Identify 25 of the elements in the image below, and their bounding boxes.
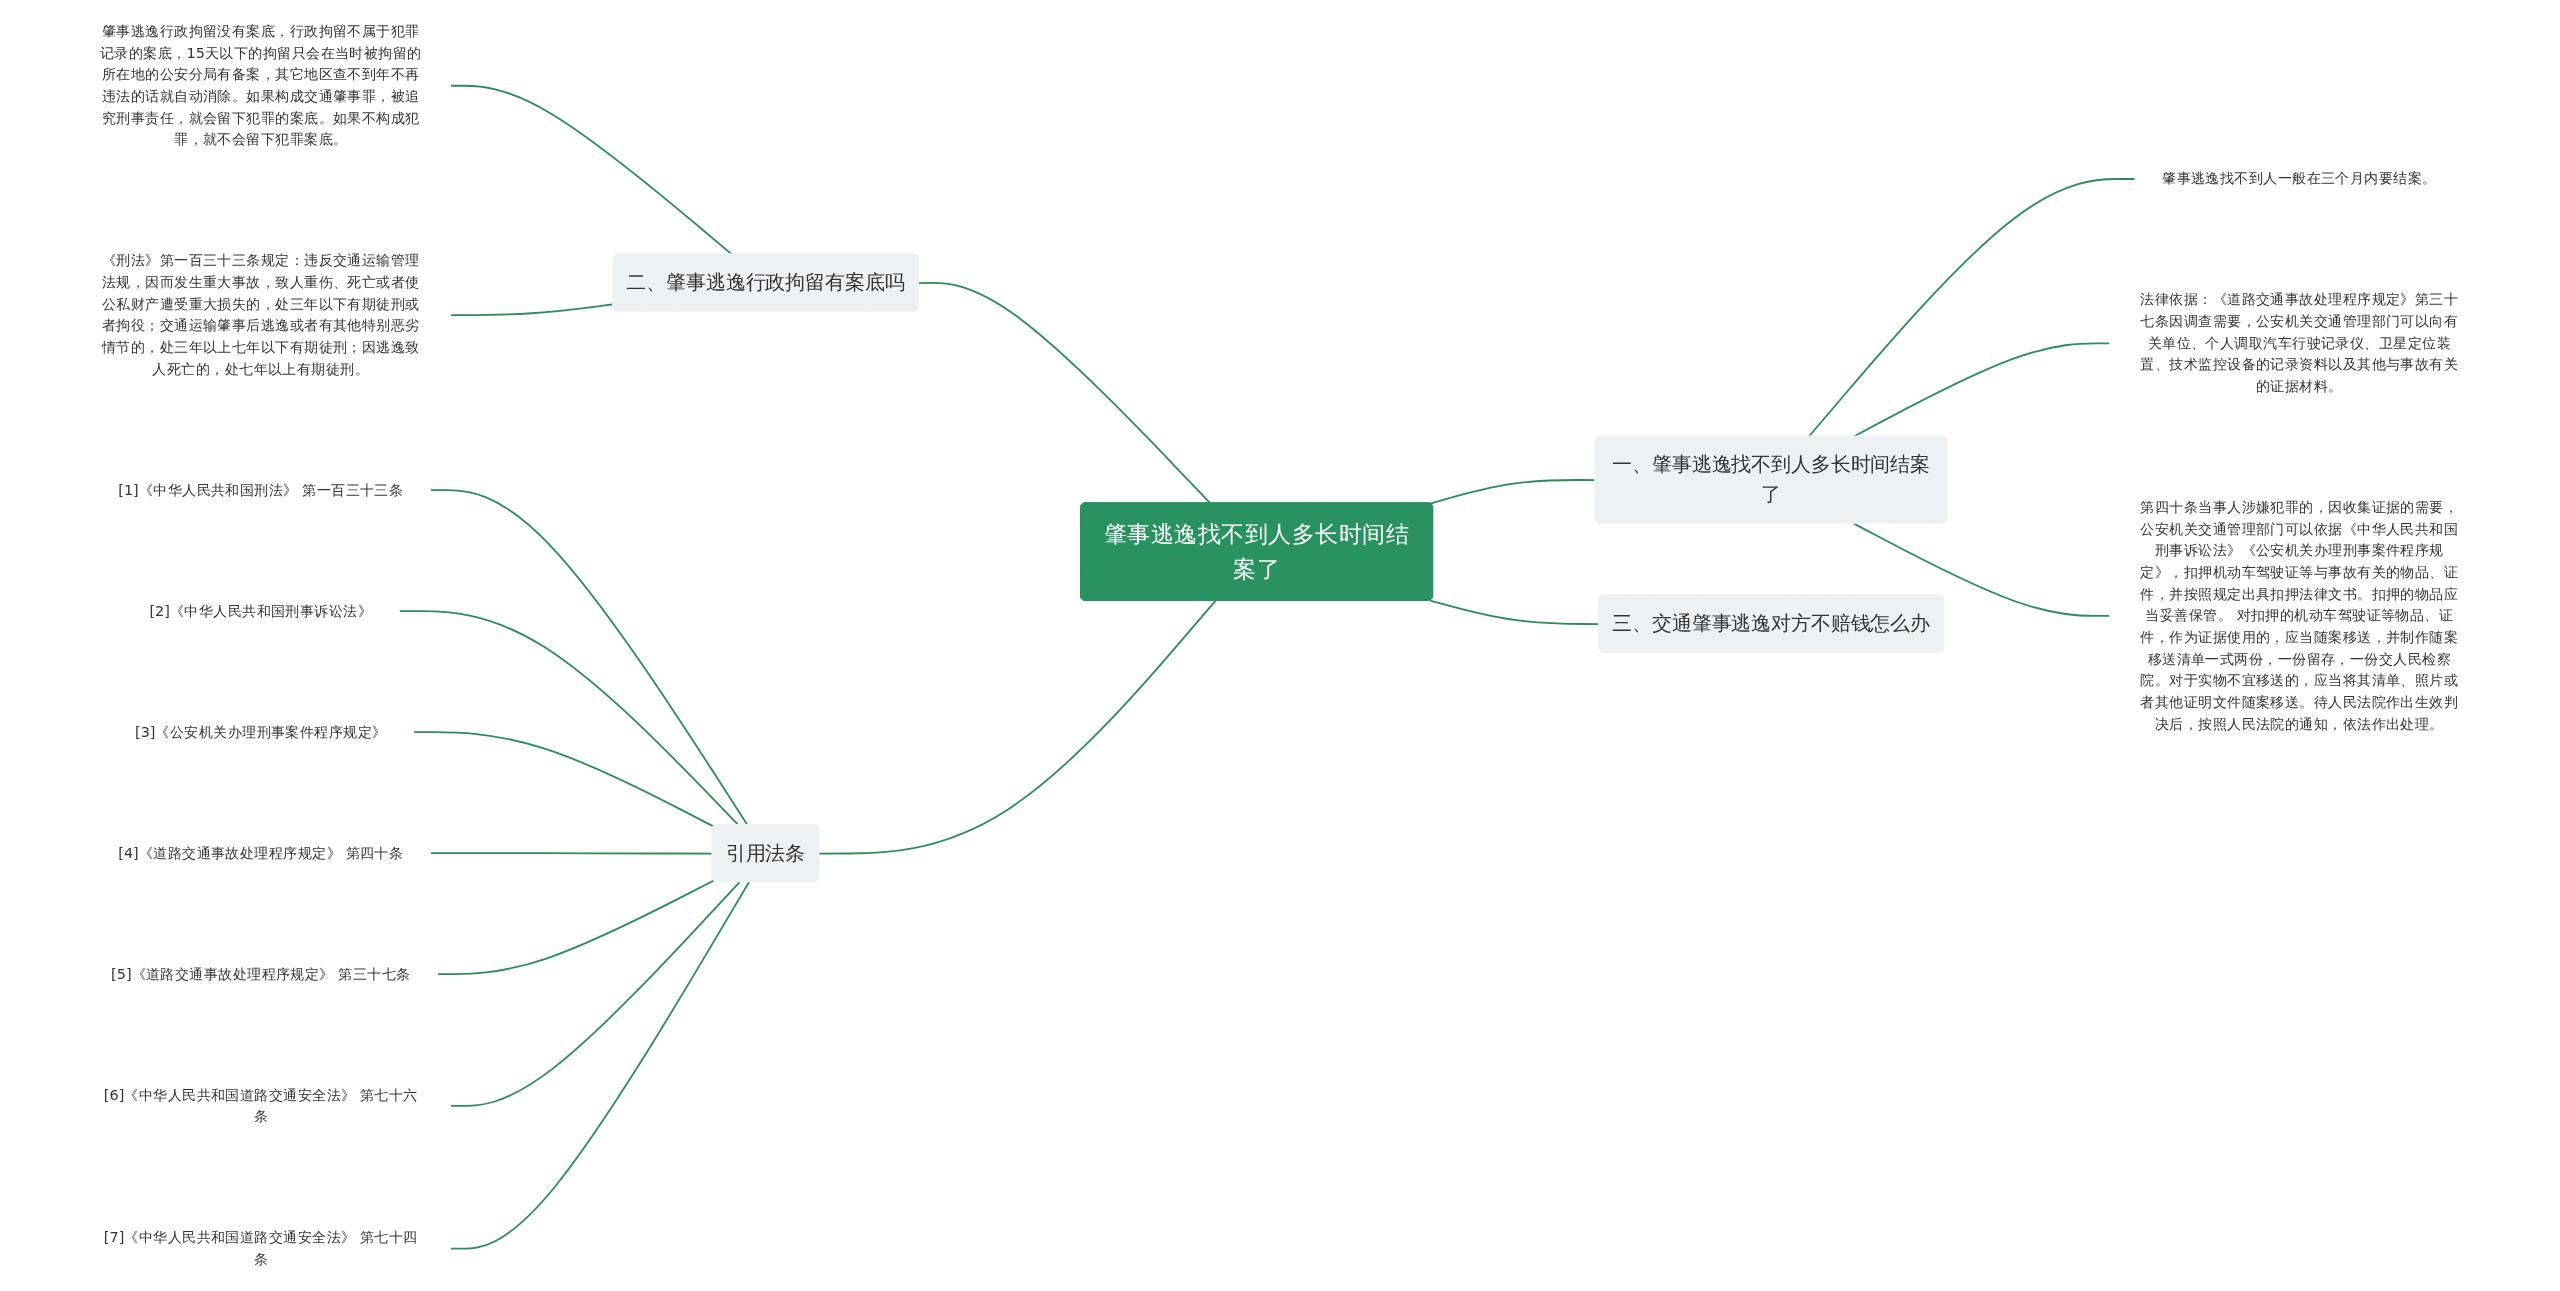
node-text: [5]《道路交通事故处理程序规定》 第三十七条 <box>111 965 411 983</box>
node-text: [7]《中华人民共和国道路交通安全法》 第七十四条 <box>103 1228 418 1268</box>
connector <box>1852 342 2111 438</box>
node-text: 《刑法》第一百三十三条规定：违反交通运输管理法规，因而发生重大事故，致人重伤、死亡或者使公私财产遭受重大损失的，处三年以下有期徒刑或者拘役；交通运输肇事后逃逸或者有其他特别恶劣情节的，处三年以上七年以下有期徒刑；因逃逸致人死亡的，处七年以上有期徒刑。 <box>101 251 420 378</box>
connector <box>449 84 733 256</box>
node-text: [2]《中华人民共和国刑事诉讼法》 <box>149 602 373 620</box>
node-text: 第四十条当事人涉嫌犯罪的，因收集证据的需要，公安机关交通管理部门可以依据《中华人民共和国刑事诉讼法》《公安机关办理刑事案件程序规定》，扣押机动车驾驶证等与事故有关的物品、证件，并按照规定出具扣押法律文书。扣押的物品应当妥善保管。 对扣押的机动车驾驶证等物品、证件，作为证据使用的，应当随案移送，并制作随案移送清单一式两份，一份留存，一份交人民检察院。对于实物不宜移送的，应当将其清单、照片或者其他证明文件随案移送。待人民法院作出生效判决后，按照人民法院的通知，依法作出处理。 <box>2140 498 2459 733</box>
connector <box>449 881 741 1107</box>
node-text: [3]《公安机关办理刑事案件程序规定》 <box>134 723 387 741</box>
connector <box>449 881 750 1250</box>
node-text: 肇事逃逸行政拘留没有案底，行政拘留不属于犯罪记录的案底，15天以下的拘留只会在当时被拘留的所在地的公安分局有备案，其它地区查不到年不再违法的话就自动消除。如果构成交通肇事罪，被追究刑事责任，就会留下犯罪的案底。如果不构成犯罪，就不会留下犯罪案底。 <box>99 22 422 149</box>
node-text: [4]《道路交通事故处理程序规定》 第四十条 <box>118 844 404 862</box>
connector <box>1429 479 1597 505</box>
connector <box>1807 178 2136 438</box>
node-text: [1]《中华人民共和国刑法》 第一百三十三条 <box>118 481 404 499</box>
node-text: [6]《中华人民共和国道路交通安全法》 第七十六条 <box>103 1086 418 1125</box>
connector <box>412 731 715 828</box>
connector <box>398 610 740 827</box>
connector <box>449 303 615 316</box>
node-text: 法律依据：《道路交通事故处理程序规定》第三十七条因调查需要，公安机关交通管理部门可以向有关单位、个人调取汽车行驶记录仪、卫星定位装置、技术监控设备的记录资料以及其他与事故有关的证据材料。 <box>2140 290 2459 395</box>
connector <box>429 852 714 855</box>
node-text: 肇事逃逸找不到人一般在三个月内要结案。 <box>2162 169 2437 188</box>
connector <box>818 599 1217 855</box>
connector <box>436 879 715 976</box>
connector <box>1852 522 2111 617</box>
